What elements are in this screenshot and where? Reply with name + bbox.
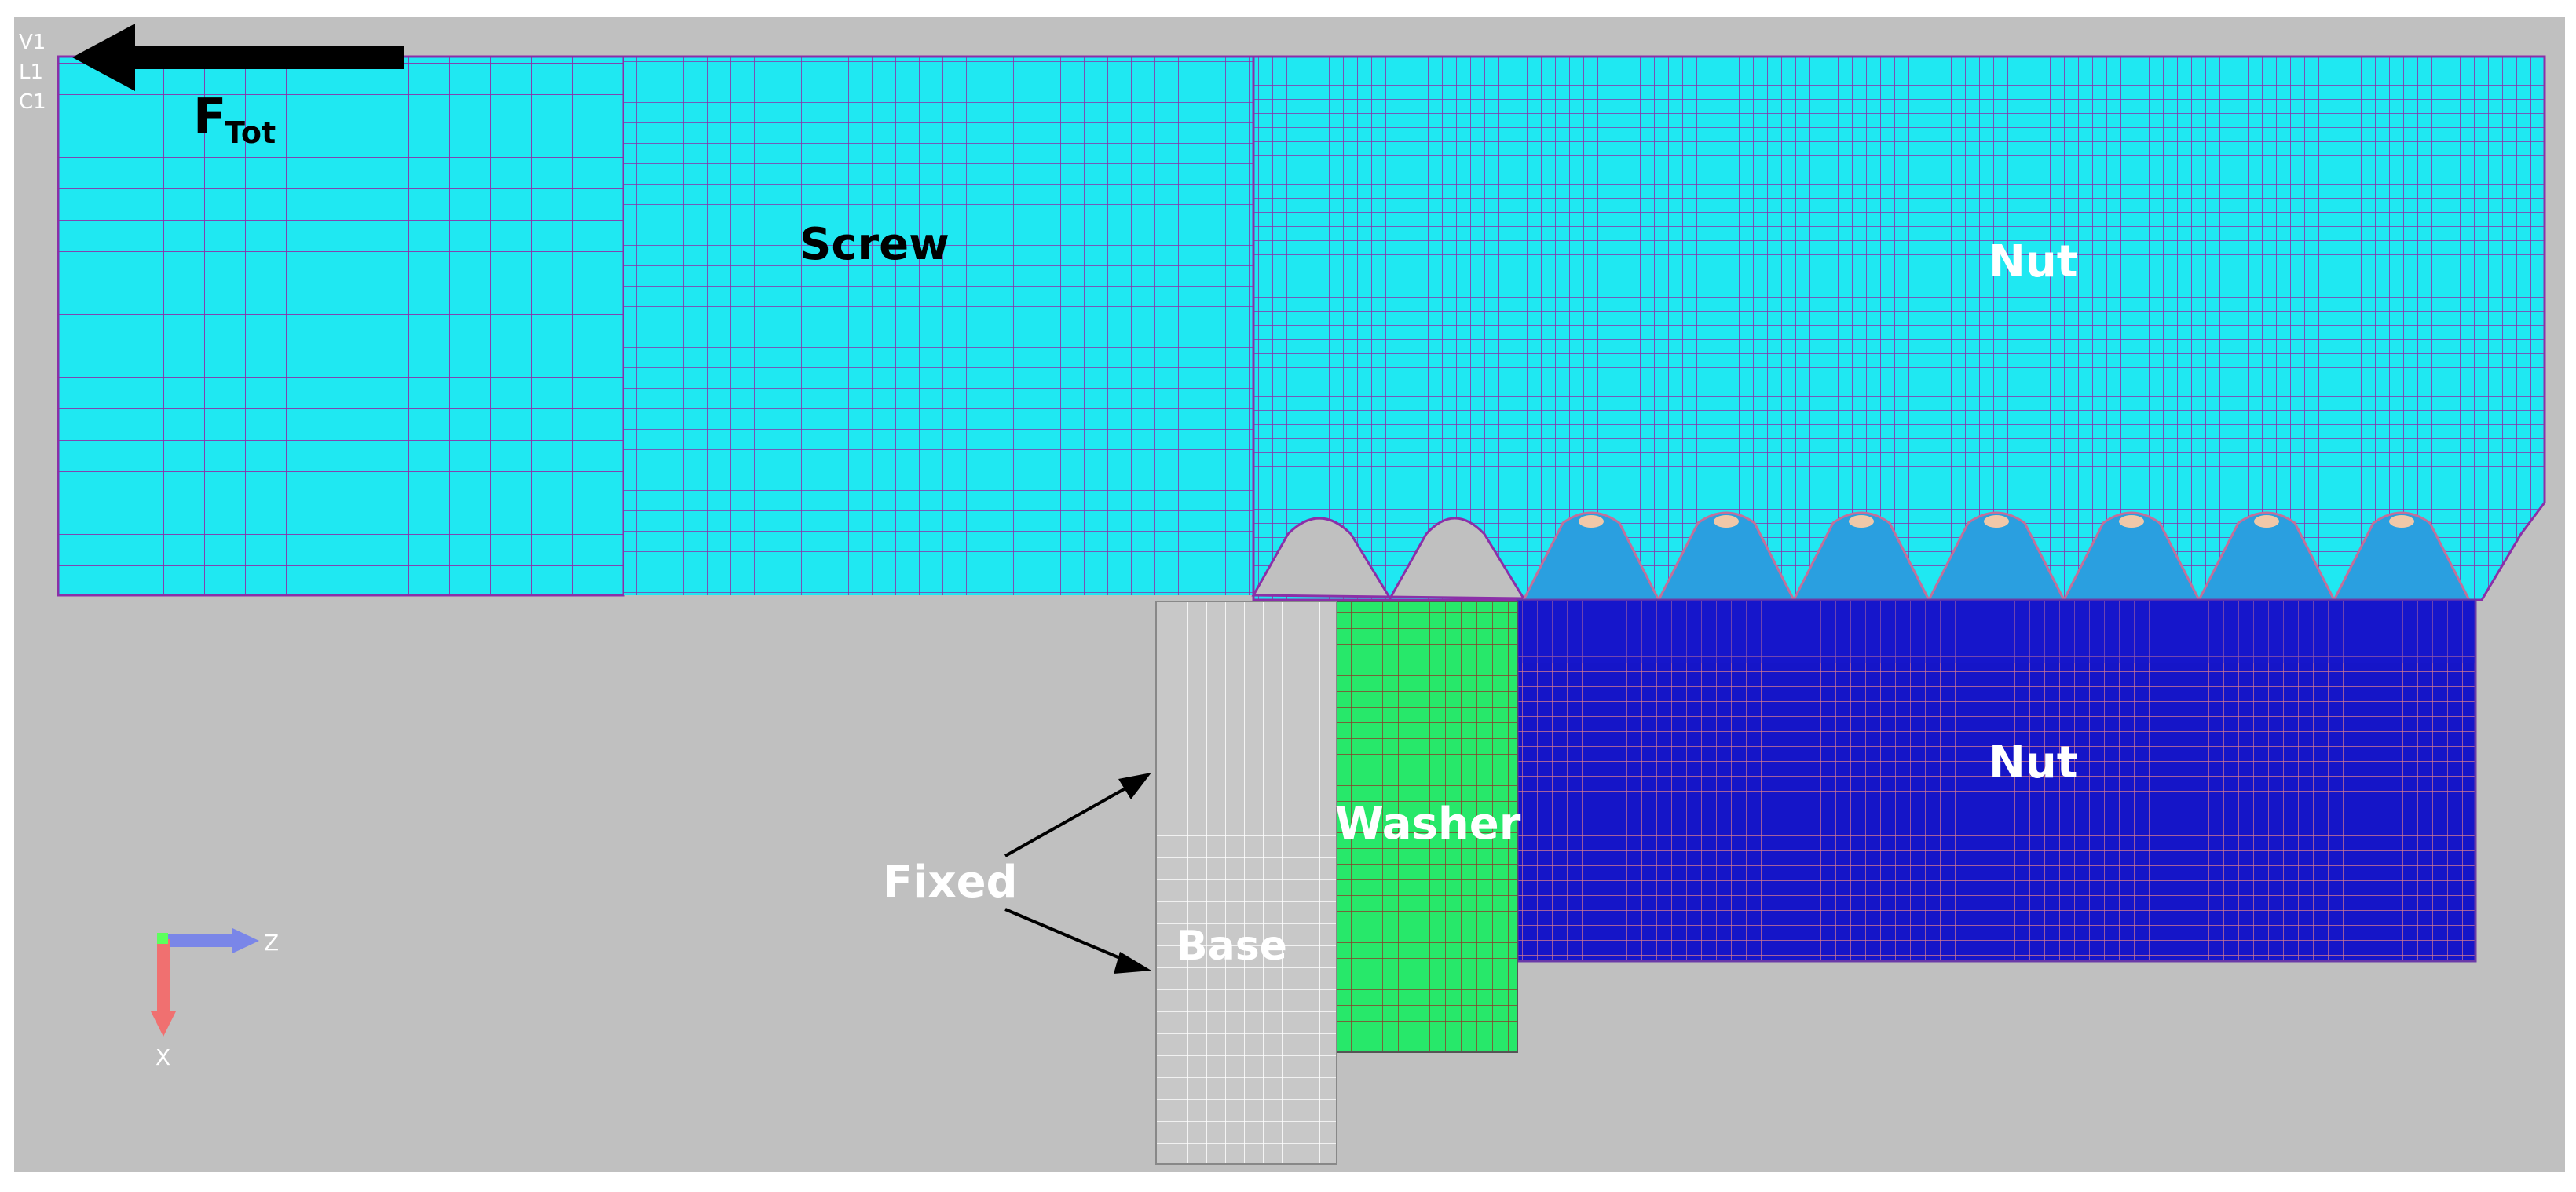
thread-contact-highlight [2254, 515, 2279, 528]
nut-lower-body [1516, 598, 2477, 963]
coordinate-triad[interactable]: Z X [151, 928, 279, 1070]
force-label-sub: Tot [225, 115, 276, 150]
fixed-arrow-upper [1004, 784, 1132, 857]
label-fixed: Fixed [883, 857, 1018, 908]
nut-thread-tooth [1656, 511, 1796, 601]
force-label-main: F [193, 88, 226, 145]
nut-thread-tooth [1927, 511, 2066, 601]
label-nut-lower: Nut [1989, 737, 2078, 788]
view-labels: V1 L1 C1 [19, 31, 46, 114]
nut-thread-tooth [1791, 511, 1931, 601]
thread-contact-highlight [2119, 515, 2144, 528]
nut-thread-tooth [2197, 511, 2336, 601]
screw-coarse-region [57, 55, 625, 597]
nut-thread-tooth [2062, 511, 2201, 601]
screw-outline [58, 55, 2546, 503]
triad-origin [157, 933, 168, 944]
label-washer: Washer [1335, 799, 1521, 850]
view-label-v: V1 [19, 31, 46, 54]
force-arrow-head [72, 24, 135, 91]
thread-contact-highlight [1579, 515, 1604, 528]
view-label-c: C1 [19, 90, 46, 114]
screw-part[interactable] [57, 55, 2546, 601]
force-arrow-shaft [126, 46, 404, 69]
triad-x-arrowhead [151, 1011, 176, 1037]
fixed-annotation: Fixed [883, 773, 1151, 974]
base-body [1155, 601, 1337, 1165]
nut-thread-tooth [1521, 511, 1661, 601]
triad-x-axis [157, 939, 170, 1015]
triad-z-arrowhead [232, 928, 259, 953]
view-label-l: L1 [19, 60, 43, 84]
fixed-arrow-lower [1004, 908, 1132, 964]
thread-contact-highlight [1714, 515, 1739, 528]
triad-x-label: X [156, 1044, 170, 1070]
label-base: Base [1176, 923, 1287, 970]
force-arrow[interactable]: F Tot [72, 24, 404, 150]
thread-contact-highlight [1849, 515, 1874, 528]
triad-z-label: Z [264, 930, 279, 956]
washer-part[interactable] [1336, 601, 1518, 1053]
nut-lower-thread-band [1517, 600, 2475, 663]
thread-teeth [1521, 511, 2472, 601]
label-nut-upper: Nut [1989, 236, 2078, 287]
screw-mid-region [624, 57, 1253, 595]
washer-body [1336, 601, 1518, 1053]
label-screw: Screw [800, 219, 950, 270]
fixed-arrowhead-upper [1118, 773, 1151, 799]
base-part[interactable] [1155, 601, 1337, 1165]
fixed-arrowhead-lower [1114, 952, 1151, 974]
nut-thread-tooth [2332, 511, 2472, 601]
thread-contact-highlight [1984, 515, 2009, 528]
thread-contact-highlight [2389, 515, 2414, 528]
screw-thread-gaps [1251, 517, 1526, 601]
nut-lower-part[interactable] [1516, 598, 2477, 963]
triad-z-axis [160, 934, 236, 947]
